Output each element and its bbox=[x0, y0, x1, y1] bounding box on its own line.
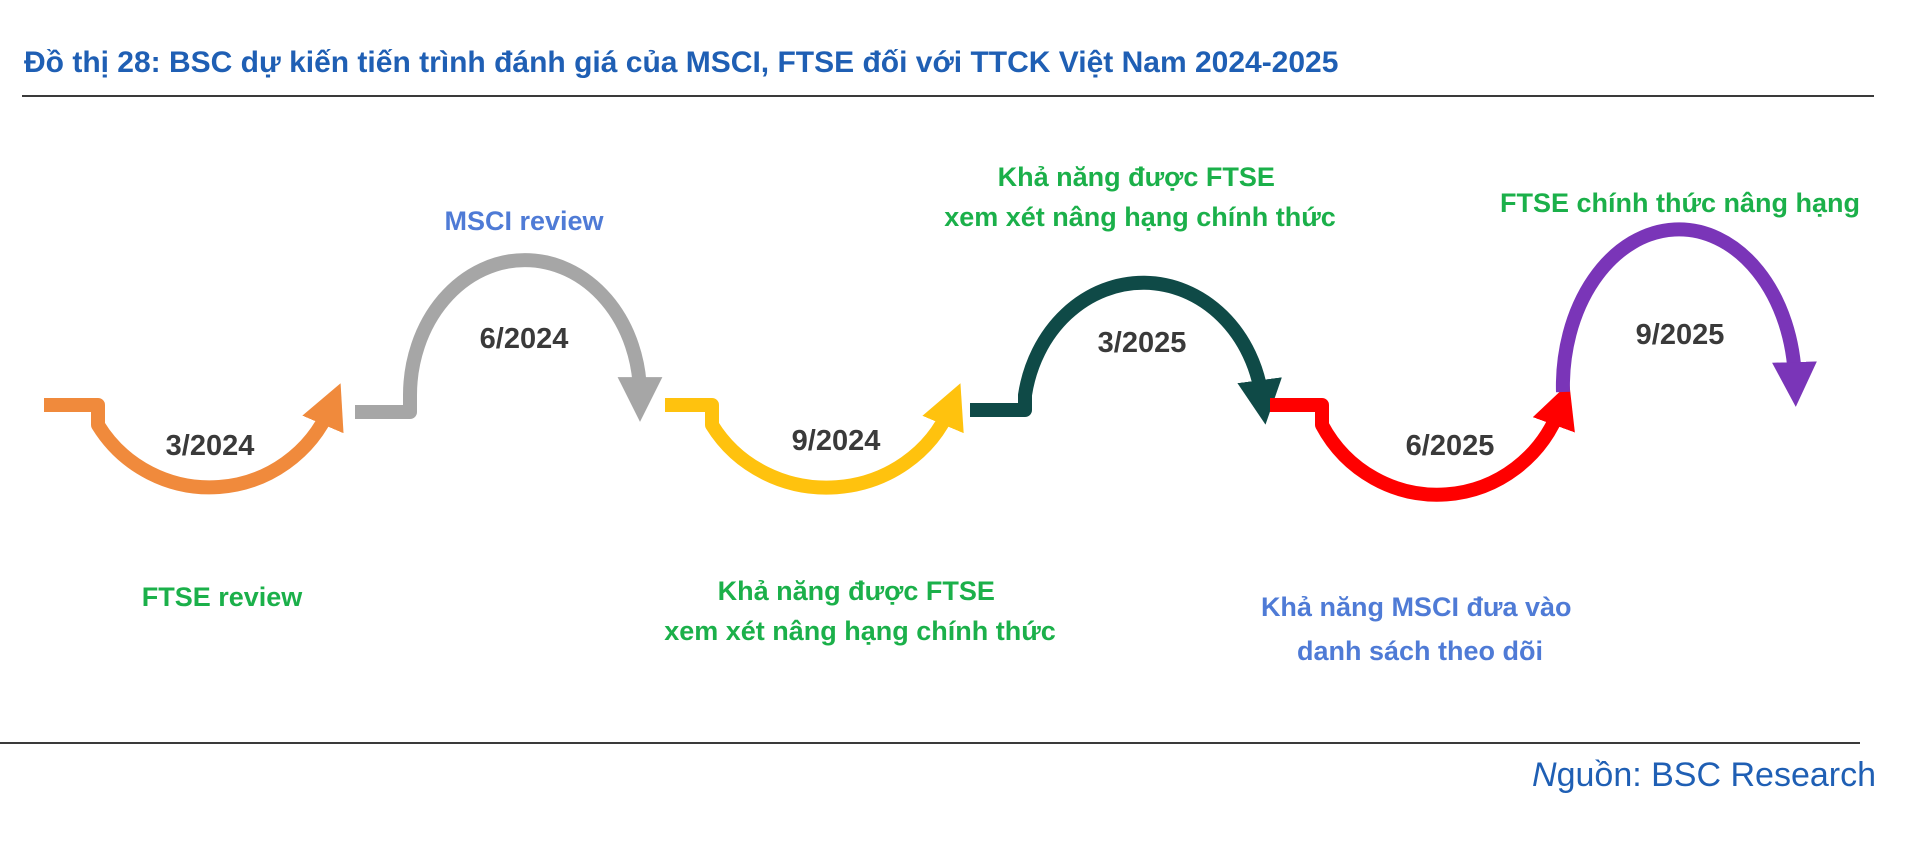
step-6-date: 9/2025 bbox=[1636, 319, 1725, 351]
step-5-label: Khả năng MSCI đưa vào danh sách theo dõi bbox=[1261, 592, 1579, 666]
step-1-date: 3/2024 bbox=[166, 430, 255, 462]
title-divider bbox=[22, 95, 1874, 97]
step-6-label: FTSE chính thức nâng hạng bbox=[1500, 188, 1860, 218]
step-3-date: 9/2024 bbox=[792, 425, 881, 457]
step-2-arrow bbox=[355, 253, 663, 422]
chart-title: Đồ thị 28: BSC dự kiến tiến trình đánh g… bbox=[24, 46, 1339, 79]
step-2-label: MSCI review bbox=[444, 206, 604, 236]
footer-divider bbox=[0, 742, 1860, 744]
step-3-label: Khả năng được FTSE xem xét nâng hạng chí… bbox=[664, 576, 1056, 646]
step-6-arrow bbox=[1555, 222, 1817, 407]
step-5-date: 6/2025 bbox=[1406, 430, 1495, 462]
step-1-label: FTSE review bbox=[142, 582, 304, 612]
step-4-arrow bbox=[970, 275, 1282, 425]
step-4-label: Khả năng được FTSE xem xét nâng hạng chí… bbox=[944, 162, 1336, 232]
step-1-arrow bbox=[44, 383, 344, 495]
source-note: Nguồn: BSC Research bbox=[1532, 756, 1876, 794]
step-5-arrow bbox=[1270, 382, 1575, 502]
step-4-date: 3/2025 bbox=[1098, 327, 1187, 359]
step-2-date: 6/2024 bbox=[480, 323, 569, 355]
step-3-arrow bbox=[665, 383, 964, 495]
